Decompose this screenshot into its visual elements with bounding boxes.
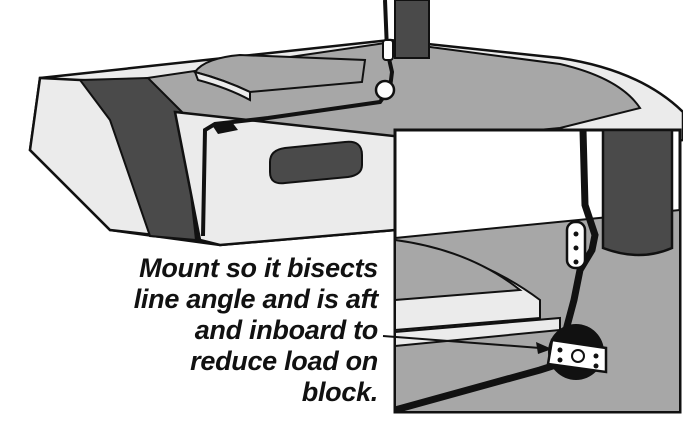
hatch-front xyxy=(193,70,251,102)
inset-plate-hole-center xyxy=(571,349,585,363)
caption-line-1: Mount so it bisects xyxy=(139,253,378,283)
detail-inset xyxy=(393,128,682,414)
caption-line-3: and inboard to xyxy=(194,315,379,345)
cabin-edge-fitting xyxy=(212,122,238,134)
inset-block-hole-1 xyxy=(573,231,579,237)
caption-line-2: line angle and is aft xyxy=(133,284,379,314)
inset-plate-hole-a xyxy=(557,347,563,353)
deck-block xyxy=(374,79,396,101)
inset-plate-hole-c xyxy=(593,353,599,359)
caption-line-5: block. xyxy=(301,377,379,407)
inset-mast xyxy=(601,130,674,257)
inset-mast-block xyxy=(565,220,587,270)
mast xyxy=(394,0,430,59)
boat-overview xyxy=(28,0,683,247)
cabin-window xyxy=(269,140,363,185)
instruction-caption: Mount so it bisects line angle and is af… xyxy=(110,253,379,408)
inset-plate-hole-d xyxy=(593,363,599,369)
mast-base-block xyxy=(382,39,394,61)
inset-hatch-top xyxy=(395,238,523,302)
dark-stripe-panel xyxy=(78,76,198,242)
inset-block-hole-3 xyxy=(573,259,579,265)
inset-block-hole-2 xyxy=(573,245,579,251)
caption-line-4: reduce load on xyxy=(190,346,378,376)
inset-plate-hole-b xyxy=(557,357,563,363)
callout-arrow xyxy=(382,335,552,354)
